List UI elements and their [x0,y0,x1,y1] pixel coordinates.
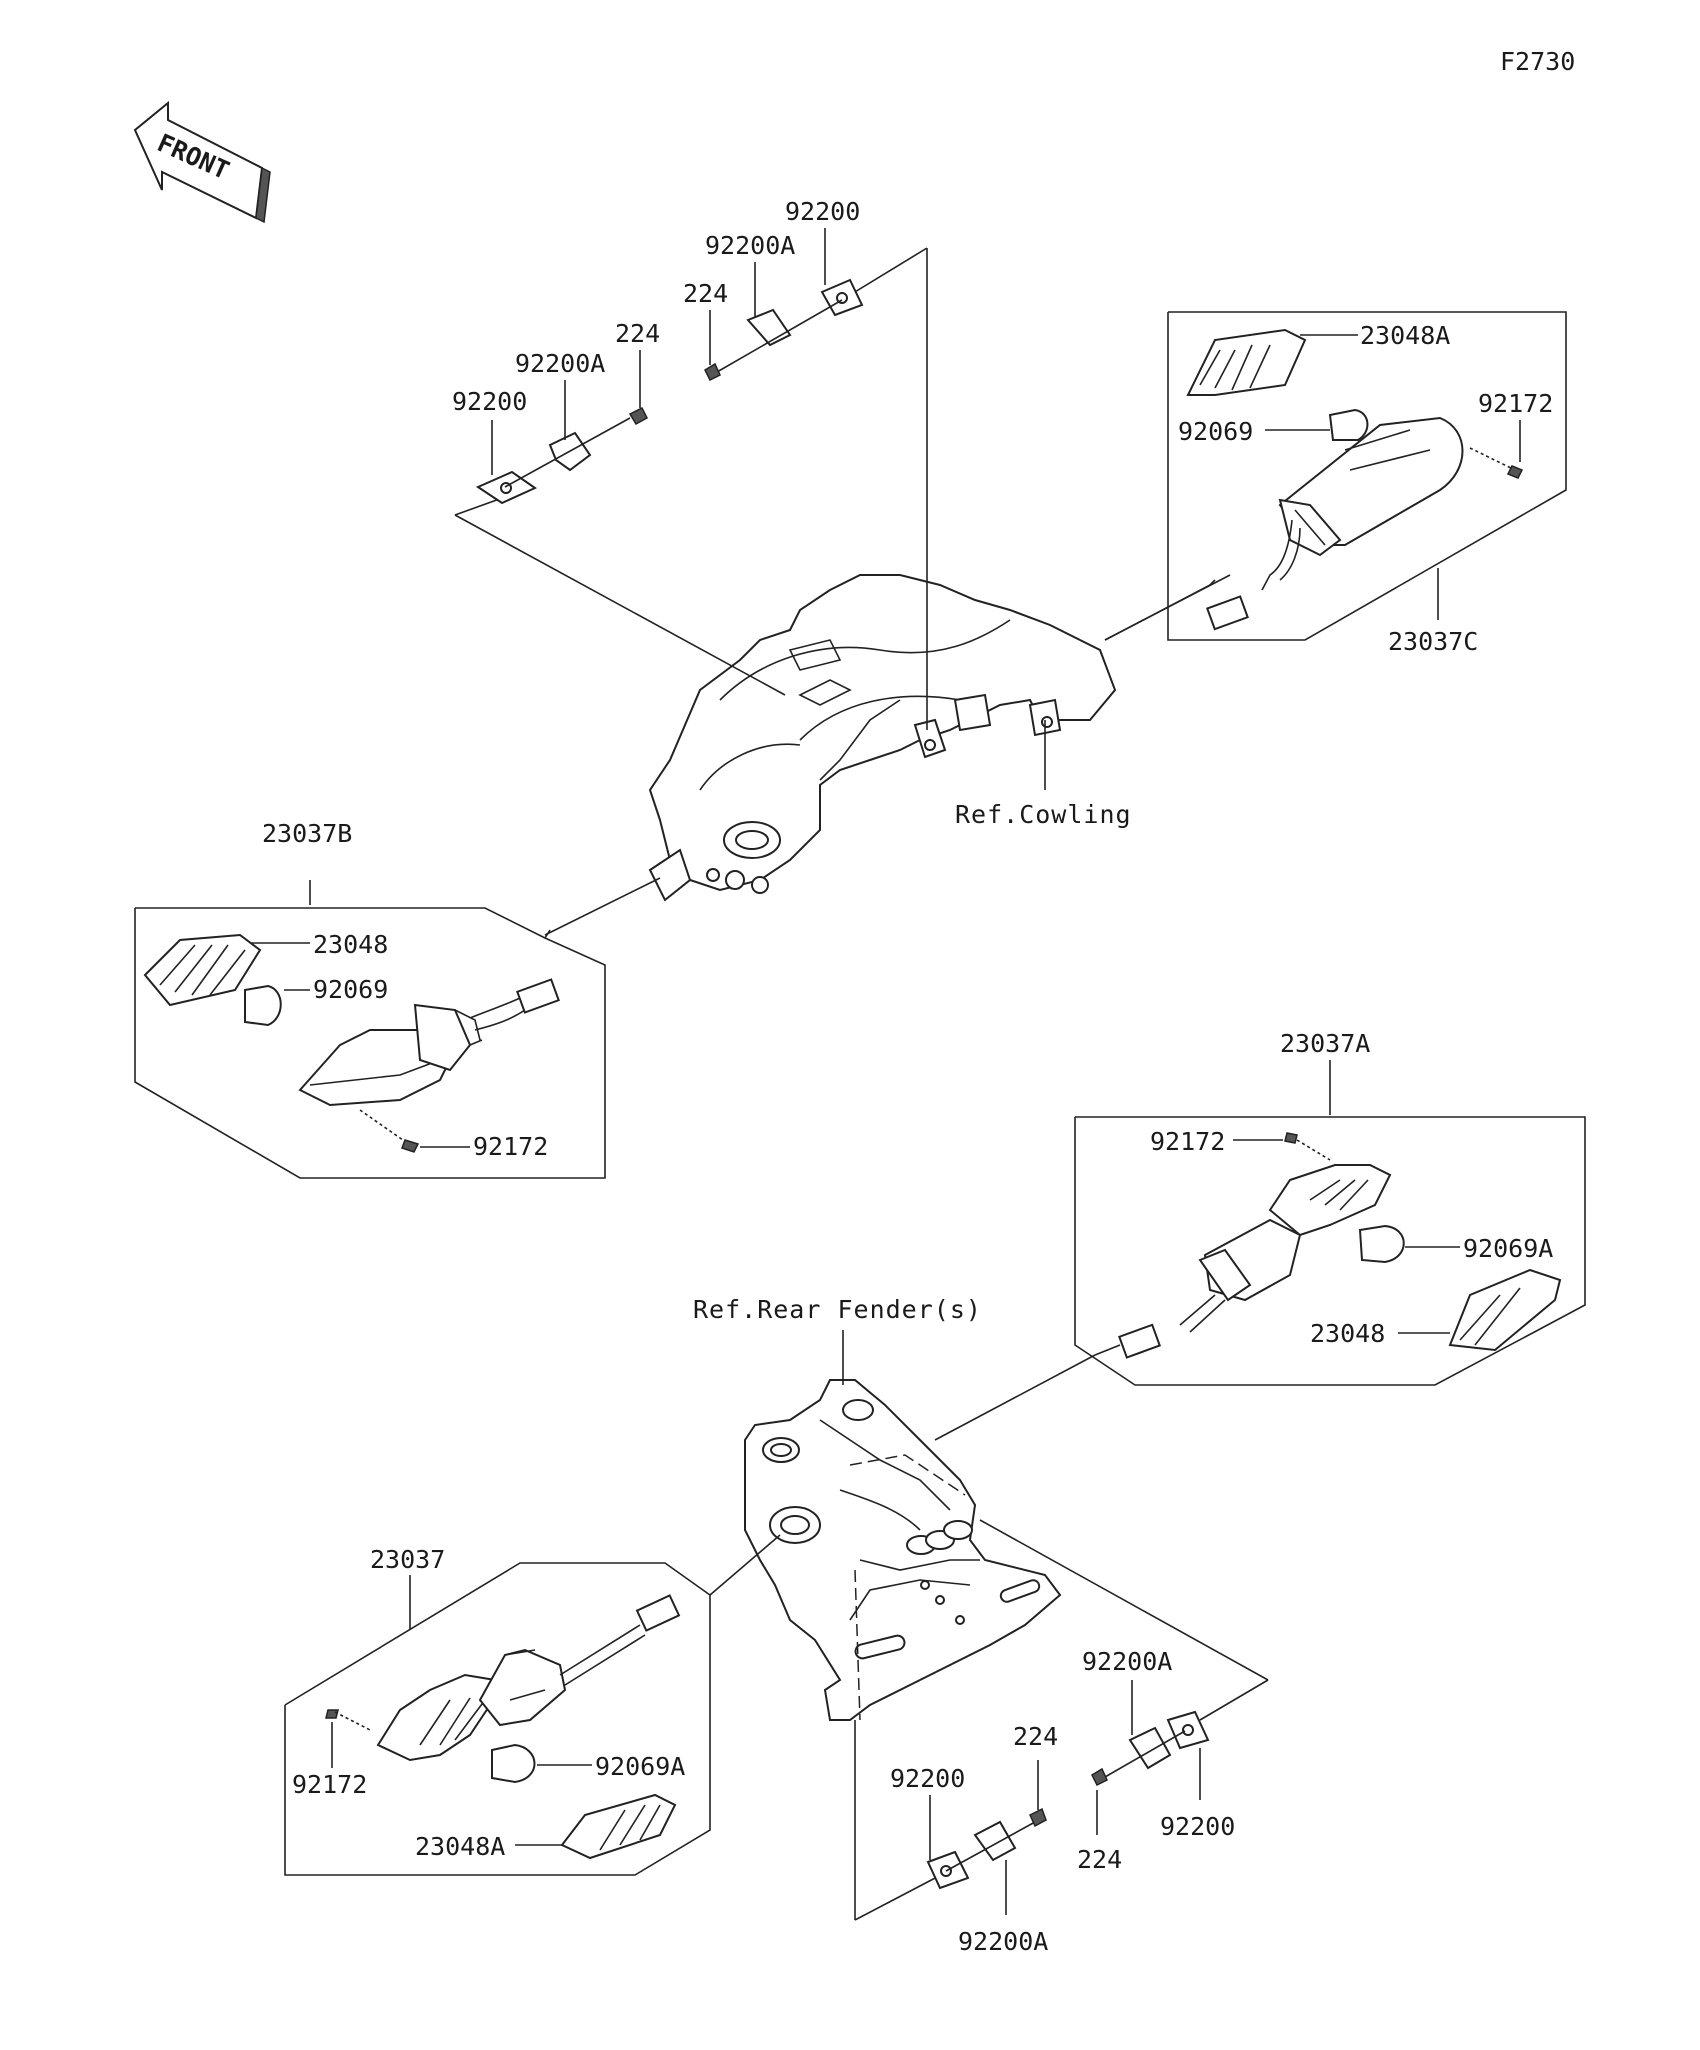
lens-icon [560,1793,677,1860]
label-23037: 23037 [370,1545,445,1574]
clip-icon [1128,1726,1172,1770]
label-224-tr: 224 [683,279,728,308]
label-92172-rl: 92172 [292,1770,367,1799]
label-224-br: 224 [1077,1845,1122,1874]
label-92200A-tr: 92200A [705,231,795,260]
front-right-signal-assy: 23048A 92069 92172 23037C [1104,311,1567,656]
bottom-right-fasteners: 92200A 92200 224 [1077,1647,1235,1874]
label-23048-rr: 23048 [1310,1319,1385,1348]
label-23048-fl: 23048 [313,930,388,959]
connector-icon [635,1594,681,1632]
screw-icon [401,1139,420,1153]
label-92172-rr: 92172 [1150,1127,1225,1156]
screw-icon [1284,1132,1298,1144]
ref-cowling-label: Ref.Cowling [955,800,1132,829]
label-23037C: 23037C [1388,627,1478,656]
label-92172-fl: 92172 [473,1132,548,1161]
top-right-fasteners: 92200 92200A 224 [683,197,864,382]
screw-icon [325,1709,339,1719]
bulb-icon [1328,408,1369,441]
label-92172-fr: 92172 [1478,389,1553,418]
label-92200A-tl: 92200A [515,349,605,378]
label-92200-tl: 92200 [452,387,527,416]
lens-icon [1448,1268,1562,1352]
label-92069-fl: 92069 [313,975,388,1004]
label-92200-tr: 92200 [785,197,860,226]
label-224-bl: 224 [1013,1722,1058,1751]
rear-right-signal-assy: 23037A 92172 92069A 23048 [1074,1029,1586,1386]
label-23048A-rl: 23048A [415,1832,505,1861]
rear-fender-bracket [744,1379,1062,1721]
label-92200A-br: 92200A [1082,1647,1172,1676]
label-23037B: 23037B [262,819,352,848]
bottom-left-fasteners: 224 92200 92200A [890,1722,1058,1956]
ref-rear-fender: Ref.Rear Fender(s) [693,1295,982,1385]
label-23048A-fr: 23048A [1360,321,1450,350]
label-23037A: 23037A [1280,1029,1370,1058]
connector-icon [1118,1323,1162,1359]
label-92069A-rr: 92069A [1463,1234,1553,1263]
front-arrow-icon: FRONT [133,100,271,224]
bolt-icon [1091,1767,1108,1787]
bolt-icon [628,406,648,426]
bolt-icon [704,362,721,382]
bulb-icon [491,1743,536,1784]
bulb-icon [244,984,282,1027]
label-92069A-rl: 92069A [595,1752,685,1781]
clip-icon [973,1820,1017,1862]
screw-icon [1506,465,1524,479]
label-92200-bl: 92200 [890,1764,965,1793]
label-224-tl: 224 [615,319,660,348]
label-92200A-bl: 92200A [958,1927,1048,1956]
lens-icon [143,933,262,1007]
bulb-icon [1358,1224,1405,1264]
ref-cowling: Ref.Cowling [955,720,1132,829]
signal-housing-icon [1278,416,1464,546]
rear-left-signal-assy: 23037 92172 92069A 23048A [284,1545,711,1876]
signal-housing-icon [376,1673,497,1762]
front-cowling-bracket [648,574,1117,902]
connector-icon [516,978,560,1014]
figure-code: F2730 [1500,47,1575,76]
label-92200-br: 92200 [1160,1812,1235,1841]
lens-icon [1186,328,1307,396]
connector-icon [1205,595,1249,631]
bolt-icon [1029,1807,1047,1828]
label-92069-fr: 92069 [1178,417,1253,446]
ref-rear-fender-label: Ref.Rear Fender(s) [693,1295,982,1324]
top-left-fasteners: 92200 92200A 224 [452,319,660,505]
front-left-signal-assy: 23037B 23048 92069 92172 [134,819,661,1179]
